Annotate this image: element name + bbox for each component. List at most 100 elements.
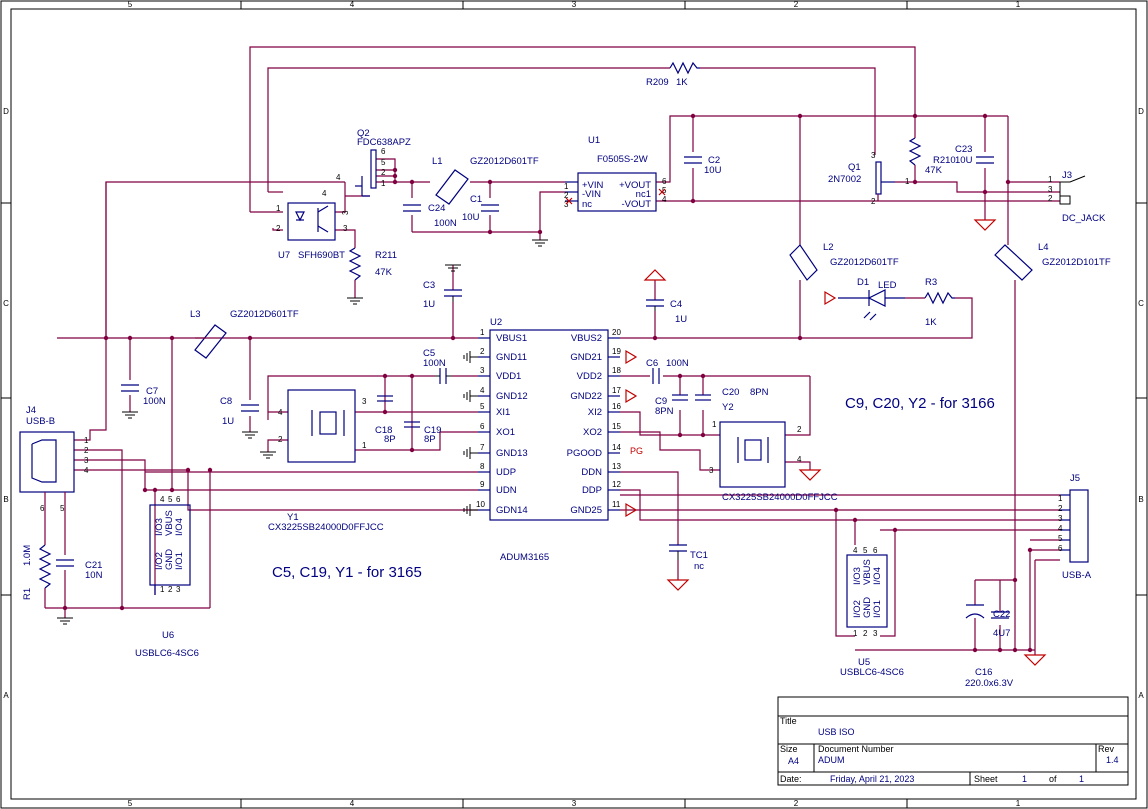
row-marker: B bbox=[1138, 495, 1143, 504]
col-marker: 4 bbox=[350, 799, 355, 808]
column-markers-bottom: 5 4 3 2 1 bbox=[128, 799, 1021, 808]
c2-value: 10U bbox=[704, 165, 722, 176]
cap-c8: C8 1U bbox=[220, 396, 259, 439]
note-3166: C9, C20, Y2 - for 3166 bbox=[845, 395, 995, 412]
row-marker: C bbox=[1138, 299, 1144, 308]
u2-pin-name: VDD2 bbox=[577, 371, 602, 382]
u2-value: ADUM3165 bbox=[500, 552, 549, 563]
r3-value: 1K bbox=[925, 317, 937, 328]
y2-pin: 4 bbox=[797, 455, 802, 464]
u2-pin-num: 10 bbox=[476, 500, 485, 509]
u2-pin-name: GDN14 bbox=[496, 505, 528, 516]
u5-pin-name: I/O4 bbox=[872, 567, 883, 585]
row-marker: A bbox=[1138, 691, 1144, 700]
u5-pin: 2 bbox=[863, 629, 868, 638]
u2-pin-num: 3 bbox=[480, 366, 485, 375]
mosfet-q1: Q1 2N7002 3 1 2 bbox=[828, 151, 910, 206]
c20-ref: C20 bbox=[722, 387, 739, 398]
connector-j4: J4 USB-B 1 2 3 4 6 5 bbox=[19, 405, 89, 513]
j5-pin: 3 bbox=[1058, 514, 1063, 523]
u2-pin-name: GND12 bbox=[496, 391, 528, 402]
col-marker: 5 bbox=[128, 0, 133, 9]
sheet-label: Sheet bbox=[974, 774, 998, 784]
y1-pin: 4 bbox=[278, 408, 283, 417]
u5-pin: 5 bbox=[863, 546, 868, 555]
row-marker: B bbox=[3, 495, 8, 504]
y2-pin: 3 bbox=[709, 466, 714, 475]
l4-ref: L4 bbox=[1038, 242, 1049, 253]
l2-ref: L2 bbox=[823, 242, 834, 253]
ferrite-l4: L4 GZ2012D101TF bbox=[994, 242, 1111, 281]
u1-pin-name: -VOUT bbox=[621, 199, 651, 210]
u2-pin-name: XI2 bbox=[588, 407, 602, 418]
c4-ref: C4 bbox=[670, 299, 682, 310]
u2-right-ground-symbols bbox=[625, 349, 638, 518]
u5-pin-name: I/O3 bbox=[852, 567, 863, 585]
y2-pin: 2 bbox=[797, 425, 802, 434]
c6-value: 100N bbox=[666, 358, 689, 369]
u2-pin-num: 1 bbox=[480, 328, 485, 337]
q2-pin: 6 bbox=[381, 147, 386, 156]
u2-pin-num: 20 bbox=[612, 328, 621, 337]
u2-left-numbers: 1 2 3 4 5 6 7 8 9 10 bbox=[476, 328, 485, 509]
j5-pin: 1 bbox=[1058, 494, 1063, 503]
c18-value: 8P bbox=[384, 434, 396, 445]
ferrite-l1: L1 GZ2012D601TF bbox=[432, 156, 539, 205]
u1-pin-num: 4 bbox=[662, 195, 667, 204]
u2-pin-name: DDN bbox=[581, 467, 602, 478]
u2-pin-num: 5 bbox=[480, 402, 485, 411]
u1-pin-num: 6 bbox=[662, 177, 667, 186]
crystal-y1: 4 2 3 1 Y1 CX3225SB24000D0FFJCC bbox=[268, 389, 384, 533]
u6-pin: 1 bbox=[160, 585, 165, 594]
q2-ref: Q2 bbox=[357, 128, 370, 139]
pgood-net-label: PG bbox=[630, 446, 643, 456]
r210-value: 47K bbox=[925, 165, 943, 176]
u1-pin-num: 3 bbox=[564, 200, 569, 209]
note-3165: C5, C19, Y1 - for 3165 bbox=[272, 564, 422, 581]
mosfet-q2: Q2 FDC638APZ 6 5 2 1 4 3 bbox=[336, 128, 411, 215]
u5-pin-name: VBUS bbox=[862, 559, 873, 585]
row-markers-left: D C B A bbox=[3, 107, 9, 700]
c5-ref: C5 bbox=[423, 348, 435, 359]
col-marker: 2 bbox=[794, 0, 799, 9]
cap-c20: C20 8PN bbox=[695, 387, 769, 401]
row-markers-right: D C B A bbox=[1138, 107, 1144, 700]
wires bbox=[44, 46, 1060, 651]
u2-ref: U2 bbox=[490, 317, 502, 328]
u7-pin: 2 bbox=[276, 224, 281, 233]
c19-ref: C19 bbox=[424, 425, 441, 436]
r209-ref: R209 bbox=[646, 77, 669, 88]
j5-pin: 4 bbox=[1058, 524, 1063, 533]
l1-value: GZ2012D601TF bbox=[470, 156, 539, 167]
r211-ref: R211 bbox=[375, 250, 397, 261]
u6-pin-name: I/O2 bbox=[154, 552, 165, 570]
j3-pin: 2 bbox=[1048, 194, 1053, 203]
u2-pin-num: 11 bbox=[612, 500, 621, 509]
ferrite-l3: L3 GZ2012D601TF bbox=[190, 309, 299, 359]
u2-pin-num: 16 bbox=[612, 402, 621, 411]
u1-pin-num: 2 bbox=[564, 191, 569, 200]
u6-pin-name: I/O4 bbox=[174, 518, 185, 536]
j3-pin: 3 bbox=[1048, 185, 1053, 194]
u6-value: USBLC6-4SC6 bbox=[135, 648, 199, 659]
u1-value: F0505S-2W bbox=[597, 154, 648, 165]
cap-c18: C18 8P bbox=[375, 395, 396, 445]
u2-pin-name: XO2 bbox=[583, 427, 602, 438]
q2-pin: 1 bbox=[381, 179, 386, 188]
l2-value: GZ2012D601TF bbox=[830, 257, 899, 268]
u2-pin-num: 4 bbox=[480, 386, 485, 395]
j5-pin: 6 bbox=[1058, 544, 1063, 553]
u7-pin: 4 bbox=[322, 189, 327, 198]
u2-pin-num: 15 bbox=[612, 422, 621, 431]
u7-ref: U7 bbox=[278, 250, 290, 261]
j3-ref: J3 bbox=[1062, 170, 1072, 181]
r211-value: 47K bbox=[375, 267, 393, 278]
y2-ground-icon bbox=[798, 469, 822, 481]
c16-value: 220.0x6.3V bbox=[965, 678, 1014, 689]
c2-ref: C2 bbox=[708, 155, 720, 166]
col-marker: 5 bbox=[128, 799, 133, 808]
y1-ref: Y1 bbox=[287, 512, 299, 523]
c22-ref: C22 bbox=[993, 609, 1010, 620]
j5-pin: 5 bbox=[1058, 534, 1063, 543]
sheet-total-value: 1 bbox=[1079, 774, 1084, 784]
